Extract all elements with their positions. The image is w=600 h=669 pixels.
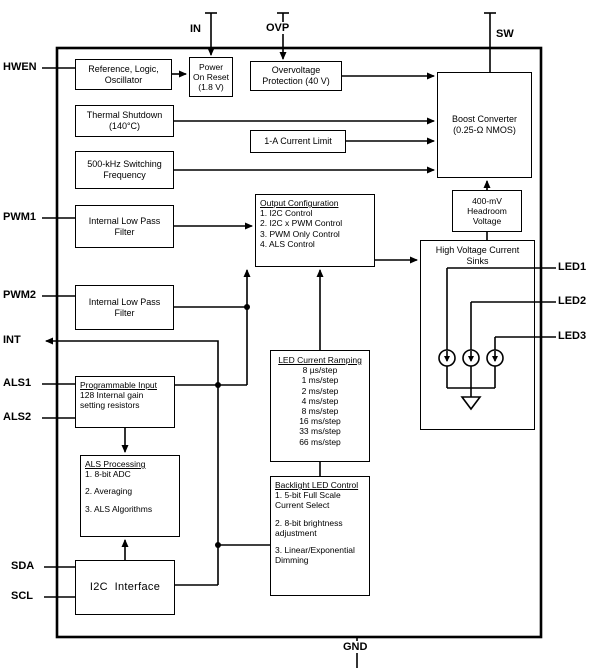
block-thermal-shutdown: Thermal Shutdown (140°C): [75, 105, 174, 137]
block-title: Programmable Input: [80, 380, 158, 390]
block-headroom-voltage: 400-mV Headroom Voltage: [452, 190, 522, 232]
list-item: 8 µs/step: [302, 365, 338, 376]
block-label: Boost Converter (0.25-Ω NMOS): [451, 114, 518, 135]
block-label: Thermal Shutdown (140°C): [86, 110, 163, 131]
pin-led1: LED1: [557, 261, 588, 273]
list-item: 3. Linear/Exponential Dimming: [275, 544, 355, 566]
list-item: 66 ms/step: [299, 436, 341, 447]
block-als-processing: ALS Processing 1. 8-bit ADC 2. Averaging…: [80, 455, 180, 537]
list-item: 1. 5-bit Full Scale Current Select: [275, 490, 341, 511]
list-item: 2. I2C x PWM Control: [260, 218, 343, 229]
block-subtitle: 128 Internal gain setting resistors: [80, 390, 144, 411]
block-led-current-ramping: LED Current Ramping 8 µs/step 1 ms/step …: [270, 350, 370, 462]
list-item: 8 ms/step: [301, 405, 339, 416]
block-overvoltage-protection: Overvoltage Protection (40 V): [250, 61, 342, 91]
list-item: 1. 8-bit ADC: [85, 469, 131, 480]
list-item: 3. PWM Only Control: [260, 228, 340, 239]
list-item: 4. ALS Control: [260, 238, 315, 249]
block-lpf-pwm1: Internal Low Pass Filter: [75, 205, 174, 248]
block-label: Overvoltage Protection (40 V): [262, 65, 330, 86]
block-output-configuration: Output Configuration 1. I2C Control 2. I…: [255, 194, 375, 267]
pin-ovp: OVP: [265, 22, 291, 34]
pin-hwen: HWEN: [2, 61, 38, 73]
list-item: 1. I2C Control: [260, 208, 313, 219]
block-boost-converter: Boost Converter (0.25-Ω NMOS): [437, 72, 532, 178]
block-reference-logic-oscillator: Reference, Logic, Oscillator: [75, 59, 172, 90]
list-item: 2 ms/step: [301, 385, 339, 396]
block-lpf-pwm2: Internal Low Pass Filter: [75, 285, 174, 330]
block-label: 1-A Current Limit: [264, 136, 332, 147]
block-high-voltage-current-sinks: High Voltage Current Sinks: [420, 240, 535, 430]
block-label: Power On Reset (1.8 V): [193, 61, 229, 93]
block-title: LED Current Ramping: [278, 355, 362, 365]
pin-int: INT: [2, 334, 22, 346]
list-item: 1 ms/step: [301, 375, 339, 386]
list-item: 33 ms/step: [299, 426, 341, 437]
pin-in: IN: [189, 23, 202, 35]
list-item: 2. Averaging: [85, 486, 133, 497]
block-switching-frequency: 500-kHz Switching Frequency: [75, 151, 174, 189]
block-label: Internal Low Pass Filter: [88, 215, 161, 237]
block-label: 500-kHz Switching Frequency: [87, 159, 162, 180]
pin-pwm2: PWM2: [2, 289, 37, 301]
block-power-on-reset: Power On Reset (1.8 V): [189, 57, 233, 97]
list-item: 16 ms/step: [299, 416, 341, 427]
list-item: 2. 8-bit brightness adjustment: [275, 517, 343, 538]
block-label: 400-mV Headroom Voltage: [467, 195, 507, 227]
block-title: Backlight LED Control: [275, 480, 359, 490]
block-backlight-led-control: Backlight LED Control 1. 5-bit Full Scal…: [270, 476, 370, 596]
pin-led2: LED2: [557, 295, 588, 307]
block-label: I2C Interface: [89, 580, 161, 593]
pin-gnd: GND: [342, 641, 369, 653]
block-title: High Voltage Current Sinks: [435, 245, 520, 266]
pin-led3: LED3: [557, 330, 588, 342]
block-current-limit: 1-A Current Limit: [250, 130, 346, 153]
pin-als2: ALS2: [2, 411, 33, 423]
block-programmable-input: Programmable Input 128 Internal gain set…: [75, 376, 175, 428]
list-item: 4 ms/step: [301, 395, 339, 406]
block-title: Output Configuration: [260, 198, 339, 208]
list-item: 3. ALS Algorithms: [85, 503, 153, 514]
junction-dots: [215, 304, 250, 548]
pin-sda: SDA: [10, 560, 36, 572]
block-title: ALS Processing: [85, 459, 146, 469]
pin-sw: SW: [495, 28, 515, 40]
pin-pwm1: PWM1: [2, 211, 37, 223]
pin-als1: ALS1: [2, 377, 33, 389]
block-label: Reference, Logic, Oscillator: [88, 63, 159, 85]
block-label: Internal Low Pass Filter: [88, 296, 161, 318]
pin-scl: SCL: [10, 590, 34, 602]
block-i2c-interface: I2C Interface: [75, 560, 175, 615]
